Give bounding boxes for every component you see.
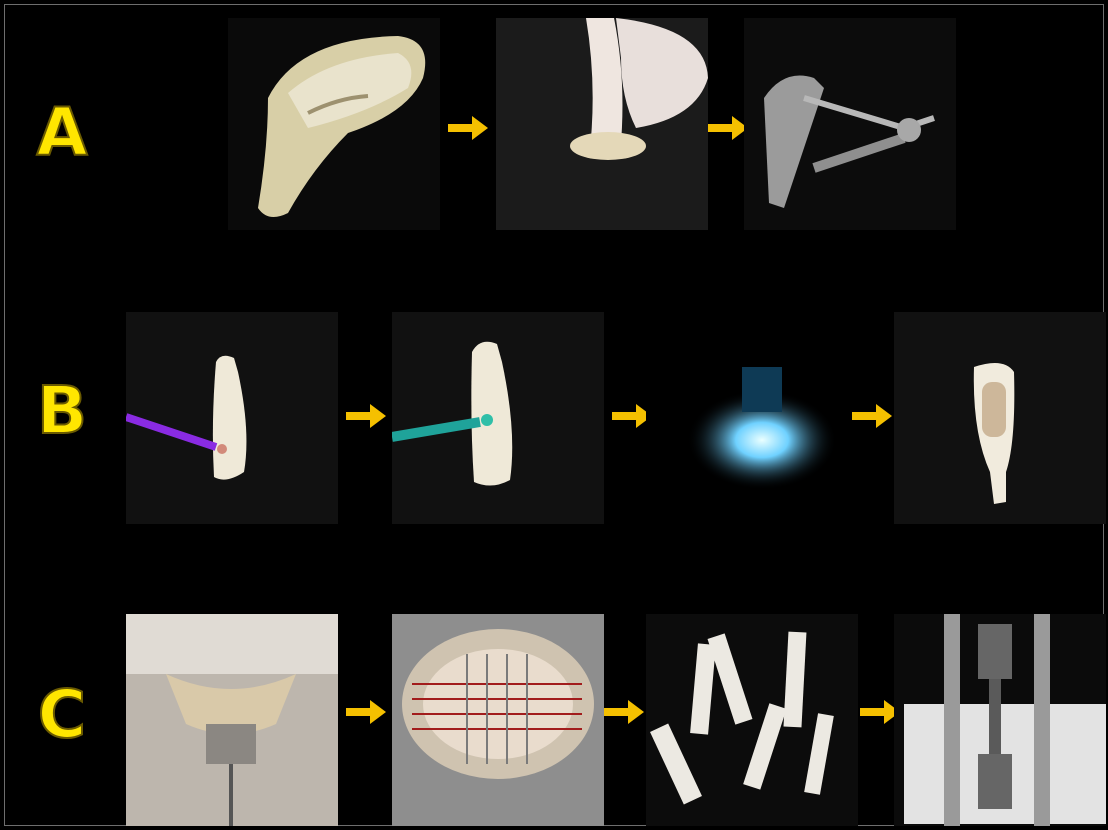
panel-light-curing xyxy=(646,312,858,524)
row-label-a: A xyxy=(22,100,102,166)
right-arrow-icon xyxy=(604,700,644,724)
right-arrow-icon xyxy=(346,404,386,428)
panel-etch-application xyxy=(126,312,338,524)
panel-resin-dentin-sticks xyxy=(646,614,858,826)
right-arrow-icon xyxy=(448,116,488,140)
row-label-c: C xyxy=(22,682,102,748)
row-label-b: B xyxy=(22,378,102,444)
right-arrow-icon xyxy=(852,404,892,428)
panel-caliper-measurement xyxy=(744,18,956,230)
panel-specimen-sectioning xyxy=(126,614,338,826)
panel-extracted-tooth xyxy=(228,18,440,230)
panel-resin-buildup xyxy=(894,312,1106,524)
panel-bond-application xyxy=(392,312,604,524)
panel-finger-sectioning xyxy=(496,18,708,230)
panel-sectioned-block xyxy=(392,614,604,826)
right-arrow-icon xyxy=(346,700,386,724)
panel-microtensile-testing xyxy=(894,614,1106,826)
right-arrow-icon xyxy=(708,116,748,140)
